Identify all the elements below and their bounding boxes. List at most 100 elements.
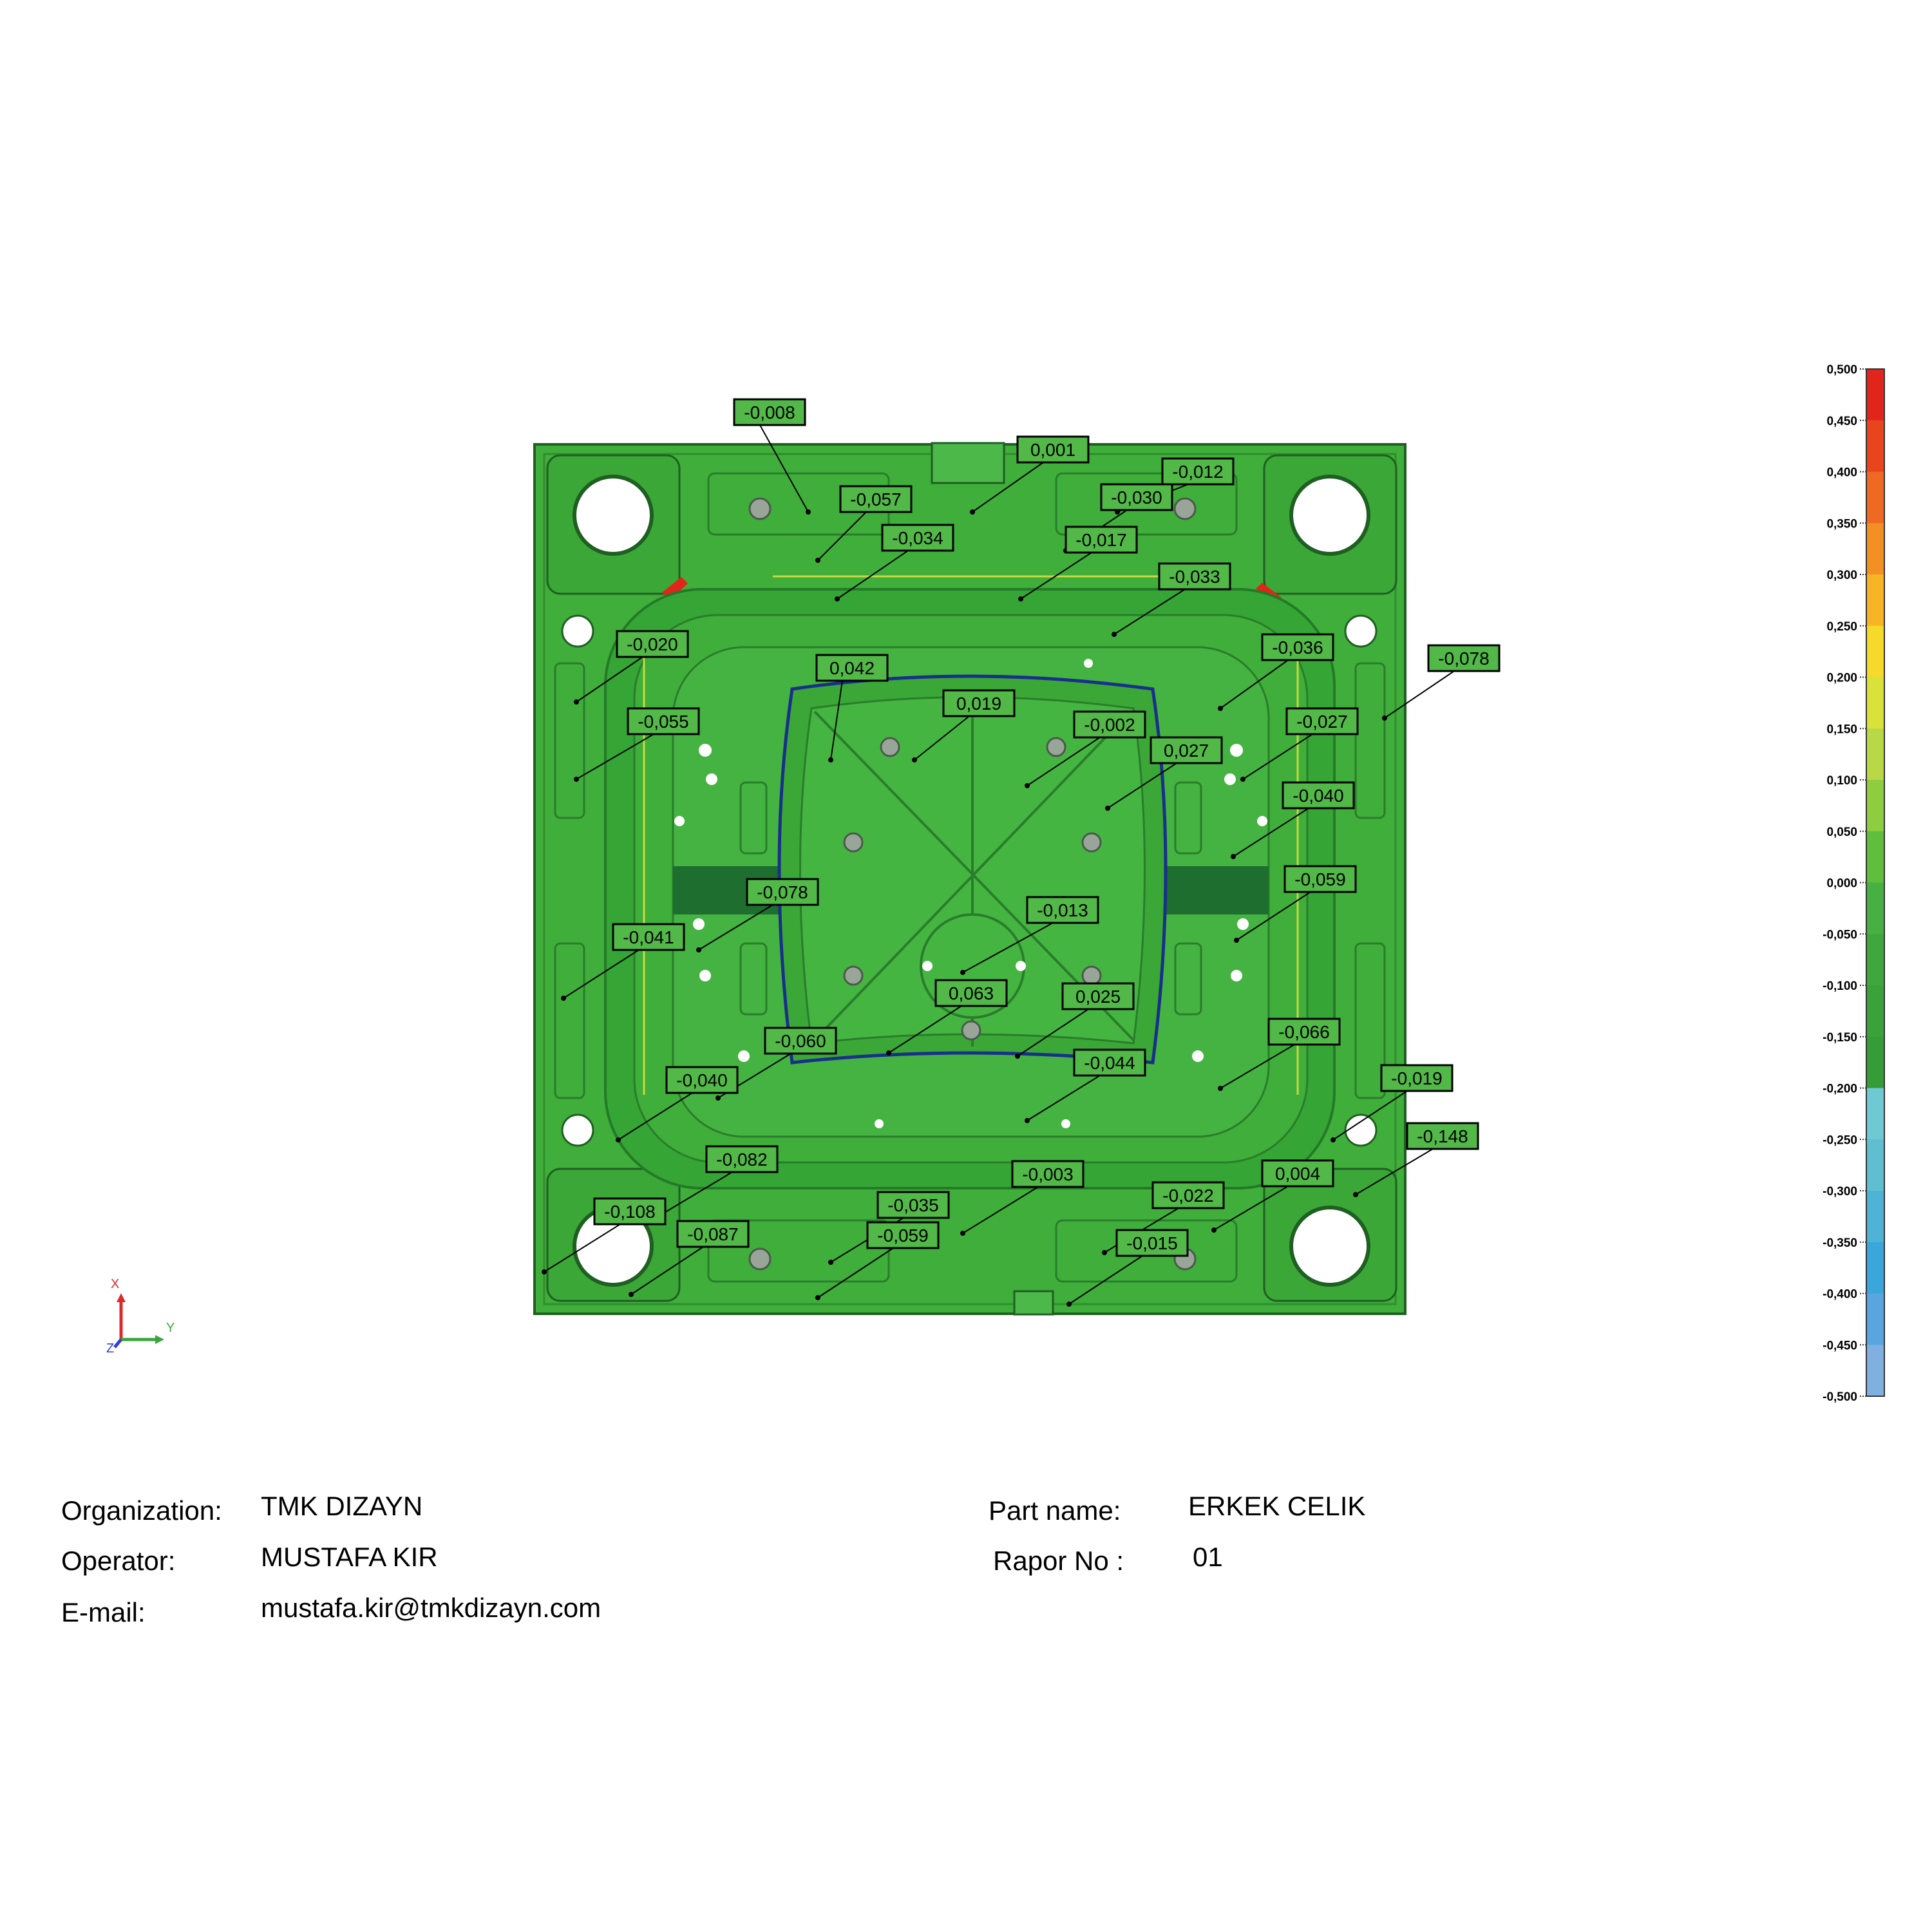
deviation-callout[interactable]: -0,019	[1380, 1064, 1454, 1092]
deviation-value: -0,082	[716, 1150, 767, 1170]
leader-line	[563, 949, 639, 999]
deviation-callout[interactable]: -0,078	[746, 878, 819, 906]
deviation-value: -0,036	[1272, 638, 1323, 658]
deviation-value: -0,055	[638, 712, 688, 732]
leader-line	[962, 922, 1054, 973]
deviation-callout[interactable]: -0,059	[1283, 865, 1357, 893]
deviation-value: -0,019	[1391, 1068, 1442, 1088]
leader-line	[1384, 670, 1455, 719]
measure-point	[1218, 706, 1223, 711]
deviation-callout[interactable]: -0,078	[1427, 644, 1501, 672]
deviation-callout[interactable]: -0,040	[665, 1066, 739, 1094]
scale-segment	[1866, 574, 1884, 627]
deviation-callout[interactable]: -0,013	[1026, 896, 1099, 924]
deviation-value: -0,087	[687, 1224, 738, 1244]
callout-box	[1161, 457, 1235, 486]
leader-line	[972, 462, 1044, 513]
deviation-value: -0,022	[1162, 1186, 1213, 1206]
deviation-callout[interactable]: 0,063	[934, 979, 1008, 1007]
deviation-callout[interactable]: -0,060	[764, 1027, 837, 1055]
deviation-callout[interactable]: -0,003	[1011, 1160, 1084, 1188]
measure-point	[1231, 854, 1236, 859]
deviation-callout[interactable]: -0,057	[839, 485, 913, 513]
deviation-callout[interactable]: -0,008	[733, 398, 806, 426]
measure-point	[815, 1295, 820, 1300]
deviation-callout[interactable]: -0,041	[612, 923, 685, 951]
leader-line	[656, 1171, 733, 1218]
callout-box	[1011, 1160, 1084, 1188]
measure-point	[828, 757, 833, 762]
callout-box	[627, 707, 700, 735]
callout-box	[815, 654, 889, 682]
callout-box	[1406, 1122, 1479, 1150]
plate-holes	[561, 614, 1378, 1147]
deviation-callout[interactable]: -0,017	[1065, 526, 1138, 554]
deviation-callout[interactable]: -0,033	[1158, 562, 1231, 591]
scale-tick-label: 0,500	[1826, 363, 1857, 377]
deviation-value: -0,044	[1084, 1053, 1135, 1073]
deviation-callout[interactable]: -0,055	[627, 707, 700, 735]
z-axis-label: Z	[106, 1341, 114, 1356]
deviation-callout[interactable]: -0,035	[876, 1191, 950, 1219]
leader-line	[914, 715, 970, 761]
leader-line	[888, 1005, 962, 1054]
deviation-callout[interactable]: -0,040	[1282, 781, 1355, 810]
deviation-value: -0,066	[1278, 1022, 1329, 1042]
deviation-value: -0,027	[1296, 712, 1347, 732]
callout-box	[1073, 710, 1146, 739]
operator-value: MUSTAFA KIR	[261, 1542, 438, 1572]
rapor-no-value: 01	[1193, 1542, 1223, 1572]
deviation-callout[interactable]: 0,027	[1150, 736, 1223, 764]
scale-segment	[1866, 677, 1884, 729]
deviation-value: -0,035	[887, 1195, 938, 1215]
scale-tick-label: -0,450	[1823, 1339, 1857, 1352]
deviation-value: -0,013	[1037, 900, 1088, 920]
scale-segment	[1866, 1191, 1884, 1243]
callout-box	[942, 689, 1016, 717]
deviation-callout[interactable]: -0,108	[593, 1197, 667, 1226]
x-axis-head	[117, 1293, 126, 1302]
part-name-value: ERKEK CELIK	[1188, 1491, 1366, 1521]
deviation-value: -0,015	[1126, 1233, 1177, 1253]
deviation-callout[interactable]: -0,066	[1267, 1018, 1341, 1046]
callout-box	[1283, 865, 1357, 893]
deviation-callout[interactable]: -0,002	[1073, 710, 1146, 739]
scale-tick-label: -0,050	[1823, 928, 1857, 942]
leader-line	[962, 1186, 1039, 1234]
deviation-callout[interactable]: -0,020	[616, 630, 689, 658]
deviation-callout[interactable]: 0,004	[1261, 1159, 1334, 1188]
deviation-callout[interactable]: -0,148	[1406, 1122, 1479, 1150]
deviation-callout[interactable]: -0,036	[1261, 633, 1334, 661]
deviation-callout[interactable]: -0,044	[1073, 1048, 1146, 1077]
leader-line	[1332, 1090, 1408, 1141]
measure-point	[1331, 1137, 1336, 1142]
measure-point	[1211, 1227, 1217, 1233]
scale-segment	[1866, 369, 1884, 421]
deviation-callout[interactable]: -0,027	[1285, 707, 1359, 735]
scale-segment	[1866, 1293, 1884, 1345]
deviation-value: 0,019	[956, 694, 1001, 714]
deviation-callout[interactable]: -0,012	[1161, 457, 1235, 486]
deviation-callout[interactable]: 0,025	[1061, 982, 1135, 1010]
deviation-callout[interactable]: -0,087	[676, 1220, 750, 1248]
scale-segment	[1866, 1036, 1884, 1088]
deviation-callout[interactable]: -0,059	[866, 1221, 940, 1249]
deviation-value: -0,108	[604, 1202, 655, 1222]
deviation-callout[interactable]: 0,001	[1016, 435, 1090, 464]
measure-point	[912, 757, 917, 762]
deviation-callout[interactable]: 0,042	[815, 654, 889, 682]
callout-box	[1061, 982, 1135, 1010]
callout-box	[1115, 1229, 1189, 1257]
deviation-callout[interactable]: 0,019	[942, 689, 1016, 717]
scale-tick-label: 0,450	[1826, 415, 1857, 428]
measure-point	[696, 947, 701, 952]
deviation-callout[interactable]: -0,034	[881, 524, 954, 552]
deviation-callout[interactable]: -0,015	[1115, 1229, 1189, 1257]
leader-line	[1213, 1186, 1289, 1231]
deviation-callout[interactable]: -0,030	[1100, 483, 1173, 511]
deviation-callout[interactable]: -0,022	[1151, 1181, 1225, 1209]
ejector-pins	[748, 497, 1197, 1271]
callout-box	[1267, 1018, 1341, 1046]
deviation-callout[interactable]: -0,082	[705, 1145, 779, 1173]
